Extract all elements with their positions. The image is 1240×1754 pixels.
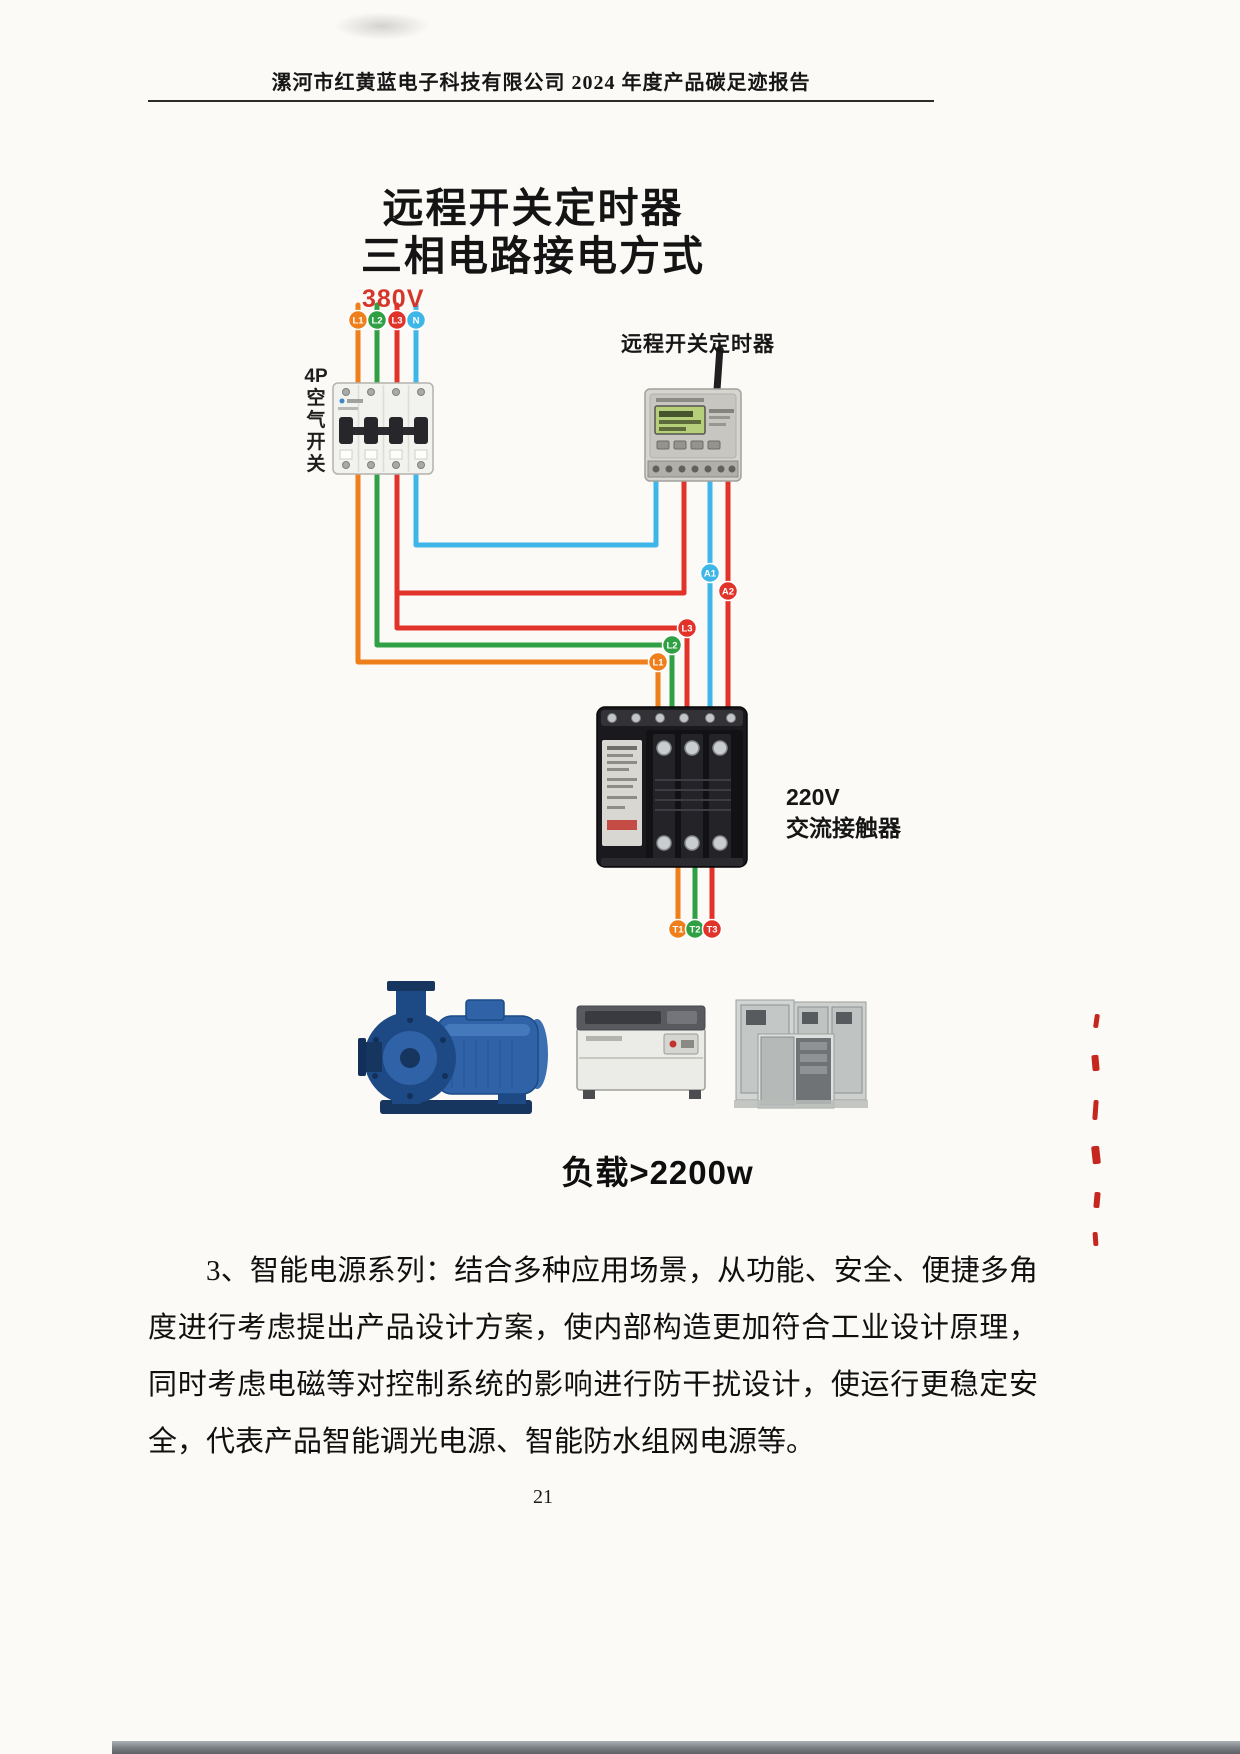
terminal-output-t2: T2: [684, 918, 706, 940]
svg-text:N: N: [413, 316, 420, 327]
svg-text:L3: L3: [681, 624, 692, 635]
terminal-input-l2: L2: [366, 309, 388, 331]
svg-text:L1: L1: [352, 316, 364, 327]
timer-antenna-icon: [713, 346, 724, 393]
terminal-phase-l1: L1: [647, 651, 669, 673]
wire-phase-l1: [355, 302, 661, 725]
svg-text:T2: T2: [689, 925, 700, 936]
contactor-label-line1: 220V: [786, 784, 840, 810]
header-rule: [148, 100, 934, 102]
machine-image: [576, 1005, 706, 1099]
scan-bottom-edge: [112, 1741, 1240, 1754]
breaker-device: [332, 382, 434, 475]
terminal-coil-a2: A2: [717, 580, 739, 602]
terminal-input-n: N: [405, 309, 427, 331]
load-label: 负载>2200w: [561, 1154, 754, 1191]
terminal-input-l1: L1: [347, 309, 369, 331]
voltage-label: 380V: [362, 285, 425, 313]
wire-neutral-to-timer: [413, 302, 659, 548]
terminal-output-t1: T1: [667, 918, 689, 940]
terminal-phase-l3: L3: [676, 617, 698, 639]
scan-mark-6: [1092, 1231, 1099, 1247]
svg-text:T3: T3: [706, 925, 717, 936]
diagram-title-line2: 三相电路接电方式: [361, 233, 705, 279]
wire-live-to-timer: [394, 474, 687, 596]
svg-text:A2: A2: [722, 587, 734, 598]
body-paragraph: 3、智能电源系列：结合多种应用场景，从功能、安全、便捷多角度进行考虑提出产品设计…: [148, 1255, 1038, 1458]
breaker-label: 4P空气开关: [304, 366, 328, 475]
terminal-badges: L1 L2 L3 N A1 A2: [347, 309, 739, 940]
svg-text:L1: L1: [652, 658, 664, 669]
svg-text:L2: L2: [666, 641, 677, 652]
terminal-phase-l2: L2: [661, 634, 683, 656]
contactor-label: 220V 交流接触器: [786, 782, 901, 844]
terminal-coil-a1: A1: [699, 562, 721, 584]
diagram-title-line1: 远程开关定时器: [382, 185, 684, 231]
contactor-label-line2: 交流接触器: [786, 815, 901, 841]
timer-label: 远程开关定时器: [621, 333, 775, 356]
page-number: 21: [533, 1486, 553, 1508]
svg-text:L3: L3: [391, 316, 402, 327]
timer-device: [644, 346, 742, 482]
svg-text:L2: L2: [371, 316, 382, 327]
page-header: 漯河市红黄蓝电子科技有限公司 2024 年度产品碳足迹报告: [271, 72, 811, 94]
cabinet-image: [734, 999, 868, 1109]
wire-phase-l2: [374, 302, 675, 725]
svg-text:A1: A1: [704, 569, 717, 580]
svg-text:T1: T1: [672, 925, 684, 936]
wire-phase-l3: [394, 302, 690, 725]
scan-mark-2: [1091, 1054, 1100, 1072]
contactor-device: [596, 706, 748, 868]
pump-image: [358, 981, 548, 1114]
scan-smudge: [334, 12, 430, 40]
terminal-output-t3: T3: [701, 918, 723, 940]
